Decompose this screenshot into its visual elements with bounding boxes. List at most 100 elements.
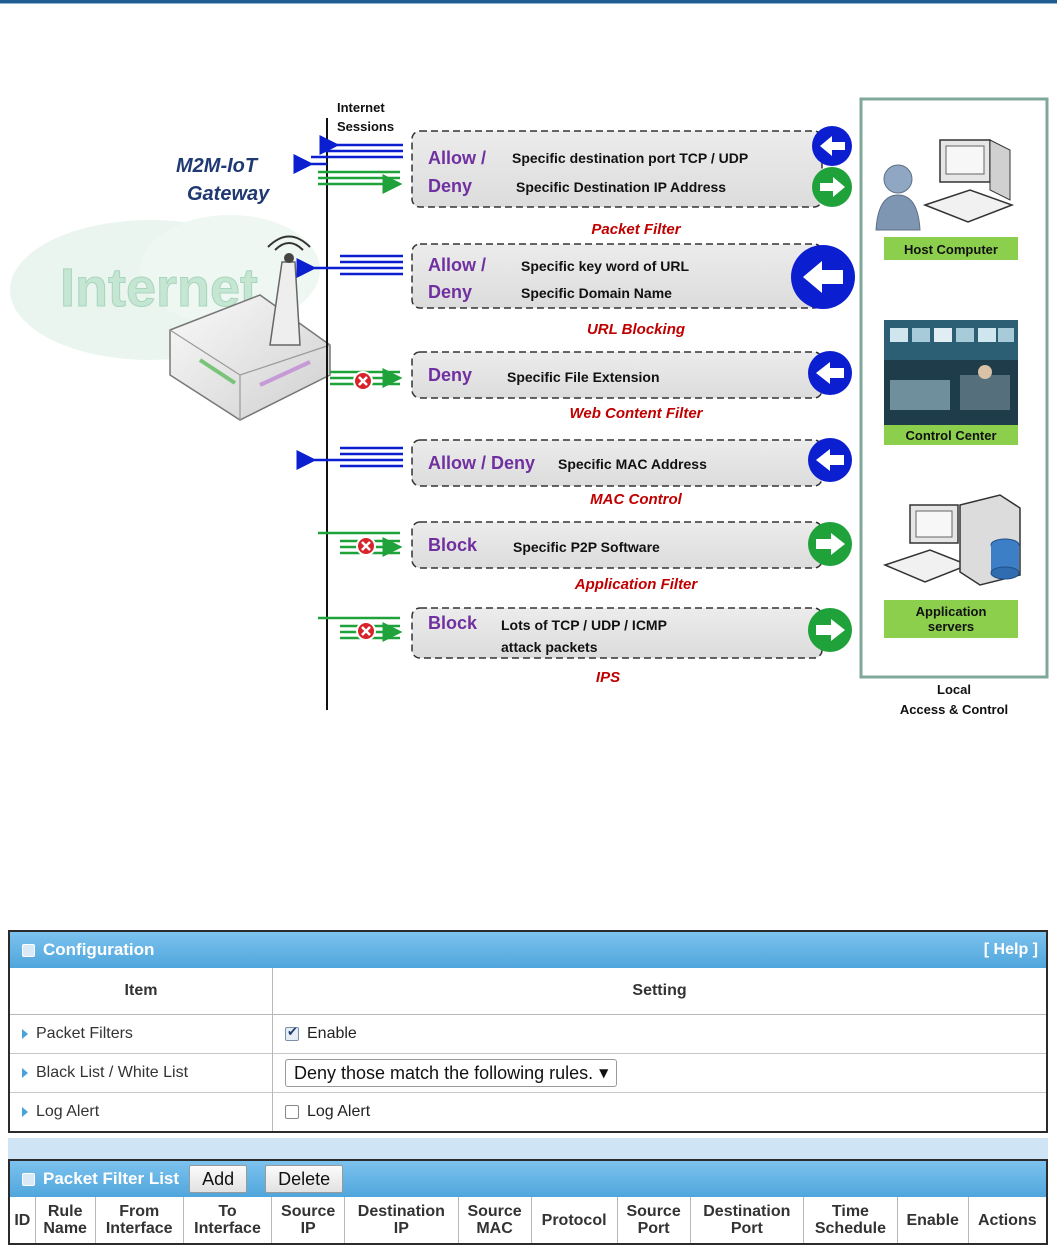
column-header: Actions	[968, 1197, 1046, 1243]
column-header-text: Interface	[194, 1220, 261, 1237]
column-header: Protocol	[531, 1197, 618, 1243]
url-blocking-action-1: Allow /	[428, 255, 486, 275]
host-computer-label: Host Computer	[904, 242, 998, 257]
sessions-label-line2: Sessions	[337, 119, 394, 134]
application-filter-action: Block	[428, 535, 478, 555]
column-header-setting: Setting	[272, 968, 1046, 1015]
column-header-text: From	[119, 1203, 160, 1220]
mac-control-action: Allow / Deny	[428, 453, 535, 473]
column-header-text: To	[218, 1203, 237, 1220]
arrow-left-icon	[812, 126, 852, 166]
control-center-image	[884, 320, 1018, 425]
packet-filter-desc-2: Specific Destination IP Address	[516, 179, 726, 195]
router-icon	[169, 235, 331, 421]
application-servers-icon	[882, 494, 1021, 586]
application-servers-label-line2: servers	[928, 619, 974, 634]
table-row: Packet Filters Enable	[10, 1014, 1046, 1054]
application-filter-desc: Specific P2P Software	[513, 539, 660, 555]
local-access-footer-line1: Local	[937, 682, 971, 697]
blocked-x-icon	[356, 536, 376, 556]
table-row: Black List / White List Deny those match…	[10, 1053, 1046, 1093]
ips-caption: IPS	[596, 669, 620, 686]
web-content-filter-caption: Web Content Filter	[569, 405, 703, 422]
column-header-text: MAC	[476, 1220, 513, 1237]
log-alert-checkbox[interactable]	[285, 1104, 299, 1119]
local-access-footer-line2: Access & Control	[900, 702, 1008, 717]
table-row: Log Alert Log Alert	[10, 1092, 1046, 1131]
top-border	[0, 0, 1057, 3]
column-header-text: Rule	[47, 1203, 83, 1220]
url-blocking-desc-1: Specific key word of URL	[521, 258, 689, 274]
panel-bullet-icon	[22, 943, 35, 957]
row-triangle-icon	[22, 1106, 28, 1117]
mac-control-caption: MAC Control	[590, 491, 682, 508]
column-header-text: Port	[730, 1220, 763, 1237]
gateway-label-line2: Gateway	[187, 183, 270, 205]
sessions-label-line1: Internet	[337, 100, 385, 115]
dropdown-arrow-icon: ▼	[599, 1066, 609, 1080]
panel-bullet-icon	[22, 1172, 35, 1186]
panel-separator	[8, 1138, 1048, 1159]
url-blocking-action-2: Deny	[428, 282, 472, 302]
delete-button[interactable]: Delete	[265, 1165, 344, 1193]
web-content-filter-action: Deny	[428, 365, 472, 385]
url-blocking-desc-2: Specific Domain Name	[521, 285, 672, 301]
column-header-text: Enable	[906, 1211, 959, 1229]
packet-filter-action-1: Allow /	[428, 148, 486, 168]
column-header-item: Item	[10, 968, 273, 1015]
row-triangle-icon	[22, 1067, 28, 1078]
column-header-text: IP	[300, 1220, 316, 1237]
web-content-filter-row: Deny Specific File Extension Web Content…	[330, 351, 852, 422]
ips-action: Block	[428, 613, 478, 633]
packet-filters-enable-checkbox[interactable]	[285, 1025, 299, 1041]
application-servers-label-line1: Application	[916, 604, 987, 619]
packet-filter-action-2: Deny	[428, 176, 472, 196]
list-mode-select[interactable]: Deny those match the following rules. ▼	[285, 1059, 618, 1087]
blocked-x-icon	[356, 621, 376, 641]
url-blocking-caption: URL Blocking	[587, 321, 685, 338]
arrow-left-icon	[808, 438, 852, 482]
packet-filter-list-title: Packet Filter List	[43, 1169, 180, 1188]
add-button[interactable]: Add	[189, 1165, 248, 1193]
arrow-right-icon	[808, 522, 852, 566]
log-alert-checkbox-label: Log Alert	[307, 1103, 371, 1120]
url-blocking-row: Allow / Deny Specific key word of URL Sp…	[296, 243, 855, 338]
column-header-text: Destination	[357, 1203, 445, 1220]
row-triangle-icon	[22, 1028, 28, 1039]
application-filter-caption: Application Filter	[574, 576, 699, 593]
mac-control-desc: Specific MAC Address	[558, 456, 707, 472]
help-link[interactable]: [ Help ]	[983, 941, 1038, 958]
configuration-title: Configuration	[43, 940, 155, 959]
black-white-list-label: Black List / White List	[36, 1064, 189, 1081]
packet-filter-list-header: Packet Filter List Add Delete	[10, 1161, 1046, 1197]
arrow-right-icon	[808, 608, 852, 652]
packet-filter-row: Allow / Deny Specific destination port T…	[293, 126, 852, 238]
column-header-text: Port	[637, 1220, 670, 1237]
arrow-left-icon	[791, 245, 855, 309]
top-border-line	[0, 3, 1057, 4]
arrow-right-icon	[812, 167, 852, 207]
packet-filter-caption: Packet Filter	[591, 221, 681, 238]
host-computer-icon	[875, 139, 1015, 231]
column-header-text: Time	[831, 1203, 869, 1220]
arrow-left-icon	[808, 351, 852, 395]
column-header-text: IP	[393, 1220, 409, 1237]
ips-desc-1: Lots of TCP / UDP / ICMP	[501, 617, 667, 633]
security-diagram: Internet M2M-IoT Gateway Internet Sessio…	[10, 97, 1049, 717]
mac-control-row: Allow / Deny Specific MAC Address MAC Co…	[296, 438, 852, 508]
ips-desc-2: attack packets	[501, 639, 598, 655]
control-center-label: Control Center	[906, 428, 997, 443]
configuration-table: Item Setting Packet Filters Enable Black…	[10, 968, 1046, 1131]
column-header-text: Source	[626, 1203, 681, 1220]
ips-row: Block Lots of TCP / UDP / ICMP attack pa…	[318, 607, 852, 686]
gateway-label-line1: M2M-IoT	[176, 155, 259, 177]
column-header-text: Interface	[105, 1220, 173, 1237]
